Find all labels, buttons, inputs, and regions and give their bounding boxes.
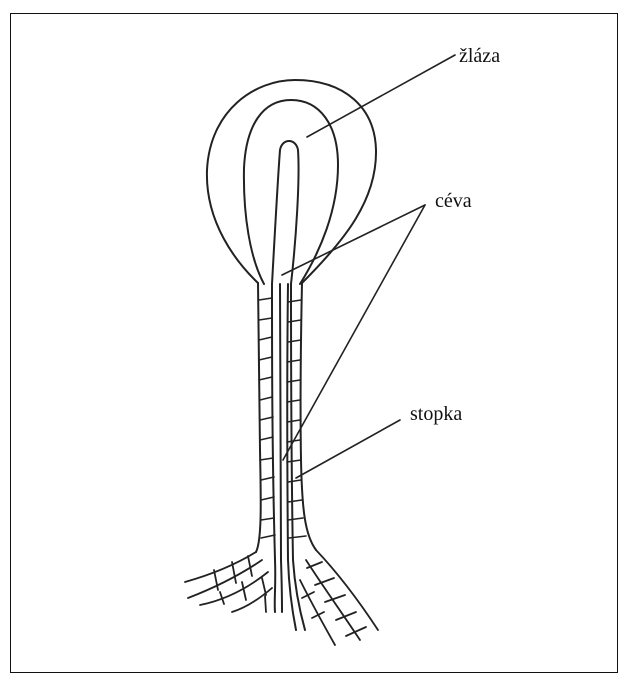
gland-leader-line (307, 55, 455, 137)
stalk-leader-line (296, 420, 400, 478)
vessel-label: céva (435, 190, 472, 212)
gland-outer-outline (207, 80, 376, 283)
base-right-roots (300, 550, 378, 645)
stalk-right-wall (301, 283, 316, 550)
stalk-inner-right-2 (291, 284, 305, 630)
stalk-label: stopka (410, 403, 462, 425)
vessel-core (272, 141, 299, 284)
vessel-leader-line-2 (283, 205, 425, 460)
gland-label: žláza (459, 45, 500, 67)
stalk-left-wall (256, 283, 261, 552)
stalk-inner-left (272, 284, 275, 612)
glandular-hair-diagram: žláza céva stopka (0, 0, 630, 658)
vessel-leader-line-1 (282, 205, 425, 275)
stalk-inner-left-2 (280, 284, 282, 612)
base-left-roots (185, 552, 272, 612)
